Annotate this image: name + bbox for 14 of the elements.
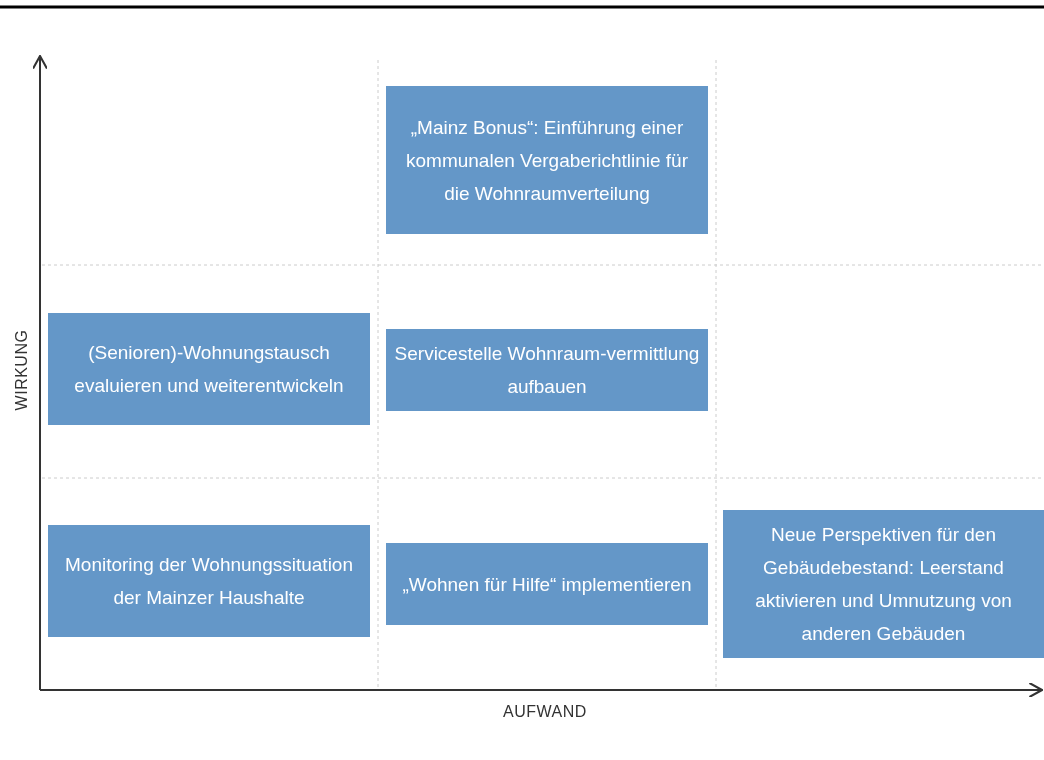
measure-box [386,543,708,625]
measure-box [386,86,708,234]
measure-box [48,525,370,637]
measure-text: Neue Perspektiven für den Gebäudebestand: Leerstand aktivieren und Umnutzung von anderen Gebäuden [754,523,1013,646]
measure-box [48,313,370,425]
measure-text: „Mainz Bonus“: Einführung einer kommunalen Vergaberichtlinie für die Wohnraumverteilung [405,115,689,206]
measure-text: „Wohnen für Hilfe“ implementieren [402,572,692,597]
x-axis-label: AUFWAND [503,703,587,721]
measure-box [386,329,708,411]
y-axis-label: WIRKUNG [13,329,31,411]
measure-text: Monitoring der Wohnungssituation der Mainzer Haushalte [64,553,354,610]
measure-text: (Senioren)-Wohnungstausch evaluieren und weiterentwickeln [73,341,345,398]
measure-box [723,510,1044,658]
measure-text: Servicestelle Wohnraum-vermittlung aufbauen [394,342,700,399]
